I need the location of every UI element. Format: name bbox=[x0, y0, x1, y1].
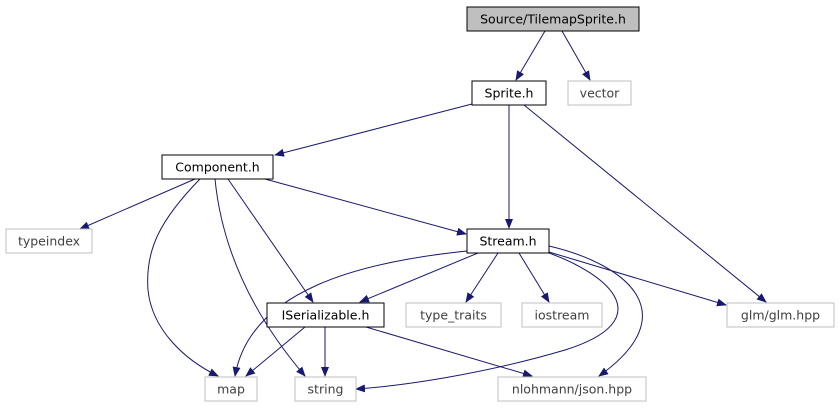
node-sprite-box bbox=[471, 80, 547, 106]
edge-stream-to-glm bbox=[548, 251, 727, 307]
node-component-box bbox=[161, 154, 274, 180]
node-type-traits-label: type_traits bbox=[420, 308, 487, 323]
edge-stream-to-iserializable bbox=[359, 252, 479, 303]
node-sprite[interactable]: Sprite.h bbox=[471, 80, 547, 106]
node-type-traits-box bbox=[405, 302, 502, 328]
node-json[interactable]: nlohmann/json.hpp bbox=[497, 376, 647, 402]
edge-tilemapsprite-to-sprite bbox=[515, 30, 546, 81]
node-json-box bbox=[497, 376, 647, 402]
node-tilemapsprite-box bbox=[466, 6, 640, 32]
node-glm-label: glm/glm.hpp bbox=[741, 308, 820, 323]
edge-iserializable-to-json bbox=[365, 326, 533, 378]
edge-component-to-map bbox=[147, 178, 219, 377]
edges bbox=[79, 30, 767, 393]
node-string[interactable]: string bbox=[294, 376, 357, 402]
node-vector[interactable]: vector bbox=[567, 80, 632, 106]
node-type-traits[interactable]: type_traits bbox=[405, 302, 502, 328]
node-component[interactable]: Component.h bbox=[161, 154, 274, 180]
node-string-label: string bbox=[308, 382, 344, 397]
node-tilemapsprite[interactable]: Source/TilemapSprite.h bbox=[466, 6, 640, 32]
edge-stream-to-iostream bbox=[518, 252, 550, 303]
edge-sprite-to-component bbox=[274, 103, 473, 157]
node-iserializable-label: ISerializable.h bbox=[282, 308, 370, 323]
node-component-label: Component.h bbox=[175, 160, 259, 175]
node-vector-label: vector bbox=[580, 86, 621, 101]
node-vector-box bbox=[567, 80, 632, 106]
edge-component-to-string bbox=[214, 178, 306, 377]
edge-stream-to-string bbox=[355, 252, 619, 393]
node-stream-label: Stream.h bbox=[479, 234, 536, 249]
node-map-box bbox=[204, 376, 258, 402]
edge-sprite-to-glm bbox=[523, 104, 767, 303]
node-typeindex[interactable]: typeindex bbox=[5, 228, 93, 254]
edge-stream-to-json bbox=[548, 245, 643, 377]
node-typeindex-label: typeindex bbox=[18, 234, 80, 249]
node-string-box bbox=[294, 376, 357, 402]
node-glm[interactable]: glm/glm.hpp bbox=[726, 302, 835, 328]
edge-component-to-typeindex bbox=[79, 178, 196, 230]
nodes: Source/TilemapSprite.h Sprite.h vector C… bbox=[5, 6, 835, 402]
node-stream-box bbox=[466, 228, 550, 254]
edge-stream-to-type_traits bbox=[465, 252, 499, 303]
node-iserializable-box bbox=[266, 302, 385, 328]
edge-tilemapsprite-to-vector bbox=[561, 30, 591, 81]
edge-stream-to-map bbox=[232, 250, 468, 377]
node-map[interactable]: map bbox=[204, 376, 258, 402]
edge-iserializable-to-map bbox=[245, 326, 306, 377]
node-tilemapsprite-label: Source/TilemapSprite.h bbox=[480, 12, 626, 27]
edge-component-to-stream bbox=[264, 178, 467, 236]
node-iostream-label: iostream bbox=[535, 308, 590, 323]
node-json-label: nlohmann/json.hpp bbox=[512, 382, 632, 397]
node-iostream[interactable]: iostream bbox=[521, 302, 603, 328]
node-glm-box bbox=[726, 302, 835, 328]
node-iostream-box bbox=[521, 302, 603, 328]
node-sprite-label: Sprite.h bbox=[485, 86, 534, 101]
node-iserializable[interactable]: ISerializable.h bbox=[266, 302, 385, 328]
node-stream[interactable]: Stream.h bbox=[466, 228, 550, 254]
node-typeindex-box bbox=[5, 228, 93, 254]
edge-component-to-iserializable bbox=[227, 178, 314, 303]
node-map-label: map bbox=[217, 382, 245, 397]
